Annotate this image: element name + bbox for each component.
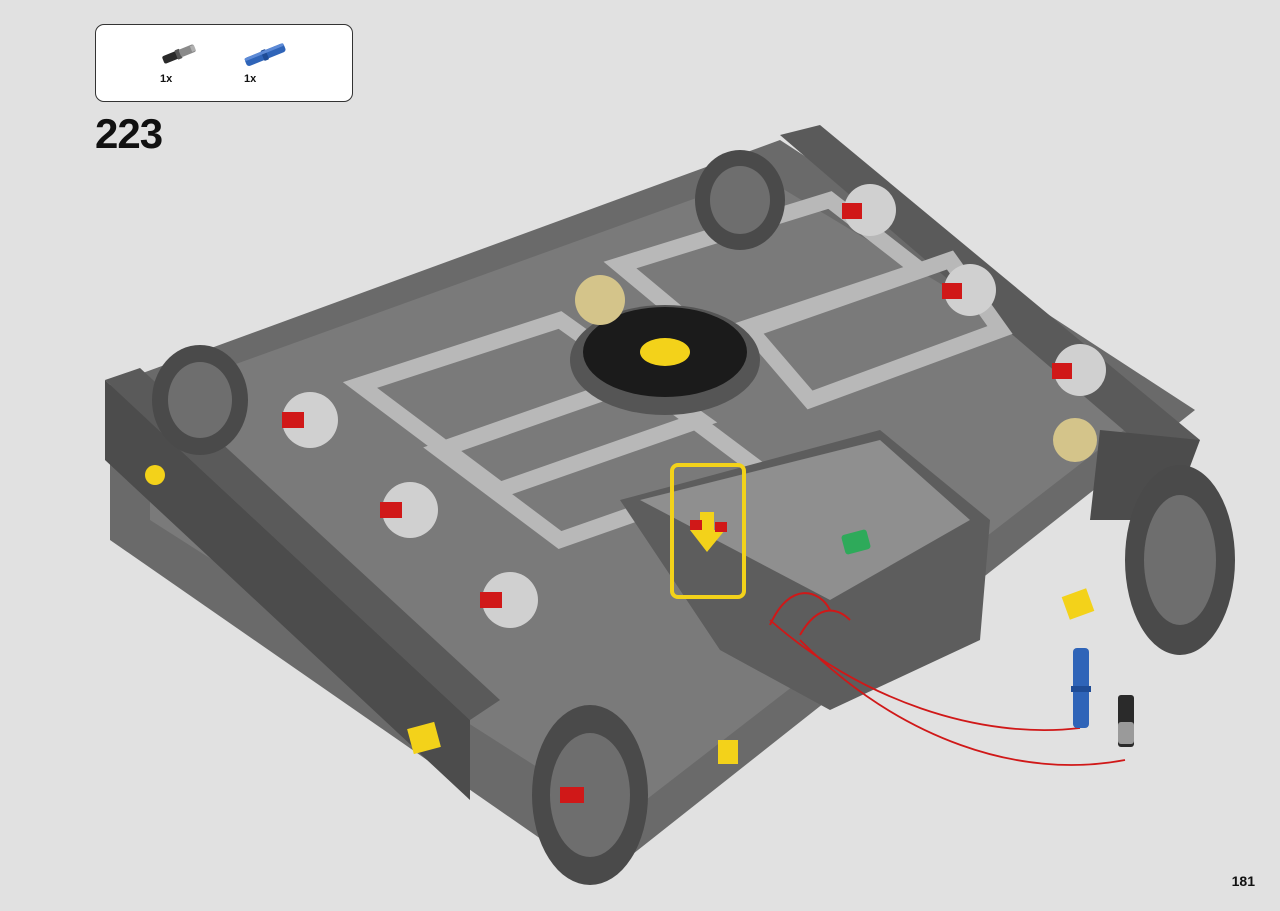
part-quantity: 1x: [244, 73, 257, 85]
part-item-black-pin: 1x: [154, 39, 214, 89]
turntable-center: [640, 338, 690, 366]
yellow-pieces: [145, 465, 1095, 764]
black-axle-pin-icon: [162, 44, 196, 64]
red-guide-line: [799, 639, 1126, 766]
cable-guide: [769, 592, 831, 626]
red-guide-line: [769, 619, 1081, 731]
step-number: 223: [95, 110, 163, 157]
part-quantity: 1x: [160, 73, 173, 85]
insert-arrow-icon: [690, 530, 725, 552]
black-axle-pin-icon: [1118, 695, 1134, 747]
tan-gear: [575, 275, 625, 325]
blue-long-pin-icon: [244, 43, 286, 66]
left-beam-side: [105, 380, 470, 800]
battery-box-top: [640, 440, 970, 600]
part-item-blue-pin: 1x: [238, 39, 298, 89]
green-button: [841, 529, 871, 555]
parts-callout: 1x 1x: [95, 24, 353, 102]
gear-units: [282, 184, 1106, 803]
left-beam: [105, 368, 500, 720]
highlight-callout: [670, 463, 746, 599]
wheels: [152, 150, 1235, 885]
blue-long-pin-icon: [1071, 648, 1091, 728]
page-number: 181: [1231, 873, 1255, 889]
